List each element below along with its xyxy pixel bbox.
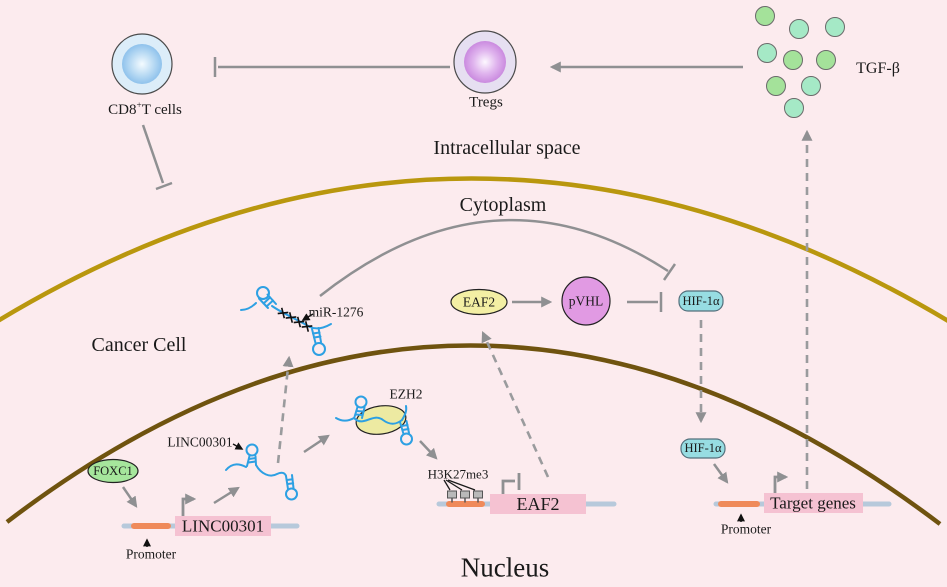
inhibition-pvhl-to-hif1a <box>627 292 663 312</box>
cytoplasm-label: Cytoplasm <box>459 194 547 216</box>
hif1a-cytoplasm <box>678 290 724 312</box>
hif1a-nucleus <box>680 438 726 459</box>
cd8-cell <box>111 33 173 95</box>
cd8-label-sup: + <box>136 101 142 111</box>
linc00301-rna <box>225 443 298 501</box>
nucleus-label: Nucleus <box>460 552 550 583</box>
tgf-beta-label: TGF-β <box>856 60 900 77</box>
linc00301-rna-label: LINC00301 <box>167 434 233 450</box>
pvhl-protein <box>561 276 611 326</box>
h3k27me3-label-pointers <box>443 479 476 491</box>
eaf2-gene-label: EAF2 <box>516 494 560 514</box>
target-genes-box <box>764 493 863 513</box>
arrow-ezh2-to-h3k27me3 <box>419 440 438 460</box>
eaf2-gene-box <box>490 494 586 514</box>
foxc1-label: FOXC1 <box>93 463 133 478</box>
hif1a-nucleus-label: HIF-1α <box>684 440 722 455</box>
linc00301-tss-arrow <box>181 493 197 516</box>
cell-membrane <box>0 176 947 323</box>
linc00301-gene-label: LINC00301 <box>181 516 265 536</box>
inhibition-mir1276-to-hif1a <box>319 218 677 297</box>
eaf2-tss-blocked-arrow <box>501 473 521 494</box>
h3k27me3-label: H3K27me3 <box>427 466 489 482</box>
linc00301-rna-label-pointer <box>232 442 244 450</box>
dashed-arrows <box>276 129 813 489</box>
linc00301-gene <box>121 493 300 536</box>
arrow-gene-to-linc-rna <box>213 486 240 505</box>
cd8-label-suffix: T cells <box>141 102 182 118</box>
h3k27me3-marks <box>443 479 483 503</box>
mir1276-label-pointer <box>301 313 314 321</box>
pvhl-label: pVHL <box>568 293 604 309</box>
inhibition-tregs-to-cd8 <box>213 57 450 77</box>
intracellular-space-label: Intracellular space <box>433 137 581 159</box>
linc00301-gene-box <box>175 516 271 536</box>
ezh2-label: EZH2 <box>389 386 423 402</box>
arrow-rna-to-ezh2 <box>303 434 330 454</box>
cancer-cell-label: Cancer Cell <box>91 334 187 356</box>
eaf2-protein-label: EAF2 <box>462 294 496 310</box>
promoter-left-label: Promoter <box>125 546 177 562</box>
target-genes-label: Target genes <box>770 493 856 513</box>
target-genes-gene <box>713 471 892 513</box>
dashed-arrow-eaf2gene-to-eaf2 <box>481 330 550 478</box>
gray-arrows <box>121 57 743 508</box>
mir-1276-rna <box>240 286 332 356</box>
dashed-arrow-rna-to-mir1276 <box>276 355 294 464</box>
arrow-hif1a-to-target-promoter <box>712 463 729 484</box>
eaf2-protein <box>450 288 508 316</box>
cd8-t-cells-label: CD8+T cells <box>108 101 182 118</box>
promoter-right-label: Promoter <box>720 521 772 537</box>
mir-1276-label: miR-1276 <box>308 304 364 320</box>
tregs-label: Tregs <box>469 94 503 111</box>
eaf2-gene <box>436 473 617 514</box>
inhibition-cd8-to-cancer-cell <box>141 124 173 191</box>
hif1a-cytoplasm-label: HIF-1α <box>682 293 720 308</box>
mir1276-binding-x-marks <box>277 307 313 332</box>
tgf-beta-molecules <box>755 6 845 118</box>
target-genes-tss-arrow <box>773 471 789 493</box>
foxc1-protein <box>87 458 139 484</box>
ezh2-complex <box>335 395 413 446</box>
arrow-foxc1-to-promoter <box>121 486 138 508</box>
tregs-cell <box>453 30 517 94</box>
cd8-label-prefix: CD8 <box>108 102 137 118</box>
nuclear-membrane <box>5 343 942 526</box>
